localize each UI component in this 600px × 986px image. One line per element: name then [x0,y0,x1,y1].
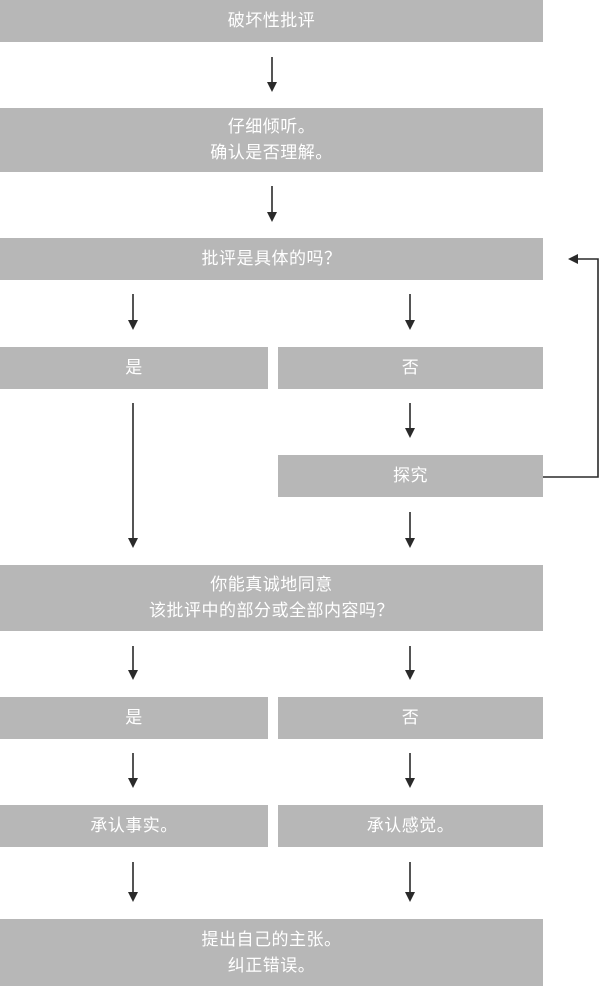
arrow-feeling-to-assert [405,862,415,902]
node-can-you-agree: 你能真诚地同意 该批评中的部分或全部内容吗？ [0,565,543,631]
arrow-explore-loop-back [543,254,599,478]
node-acknowledge-feeling: 承认感觉。 [278,805,543,847]
node-text: 该批评中的部分或全部内容吗？ [149,601,394,621]
arrow-explore-to-agree [405,512,415,548]
arrow-specific-to-no [405,294,415,330]
arrow-agree-to-yes [128,646,138,680]
arrow-listen-to-specific [267,186,277,222]
node-destructive-criticism: 破坏性批评 [0,0,543,42]
node-text: 探究 [393,466,428,486]
node-yes-specific: 是 [0,347,268,389]
arrow-yes-to-acknowledge-fact [128,753,138,788]
node-assert-and-correct: 提出自己的主张。 纠正错误。 [0,919,543,986]
arrow-yes-to-agree [128,403,138,548]
node-is-criticism-specific: 批评是具体的吗？ [0,238,543,280]
node-text: 是 [125,708,143,728]
node-text: 仔细倾听。 [227,117,316,137]
node-explore: 探究 [278,455,543,497]
node-text: 是 [125,358,143,378]
node-text: 破坏性批评 [227,11,316,31]
arrow-fact-to-assert [128,862,138,902]
node-acknowledge-fact: 承认事实。 [0,805,268,847]
node-text: 否 [401,708,420,728]
node-listen-carefully: 仔细倾听。 确认是否理解。 [0,108,543,172]
node-text: 提出自己的主张。 [201,929,342,950]
node-text: 纠正错误。 [227,955,316,976]
node-text: 承认事实。 [90,816,178,836]
node-text: 否 [401,358,420,378]
node-yes-agree: 是 [0,697,268,739]
node-no-specific: 否 [278,347,543,389]
arrow-agree-to-no [405,646,415,680]
node-text: 批评是具体的吗？ [201,249,342,269]
arrow-critique-to-listen [267,57,277,92]
node-no-agree: 否 [278,697,543,739]
arrow-no-to-explore [405,403,415,438]
node-text: 你能真诚地同意 [210,575,333,595]
node-text: 承认感觉。 [366,816,455,836]
arrow-no-to-acknowledge-feeling [405,753,415,788]
arrow-specific-to-yes [128,294,138,330]
node-text: 确认是否理解。 [210,143,333,163]
